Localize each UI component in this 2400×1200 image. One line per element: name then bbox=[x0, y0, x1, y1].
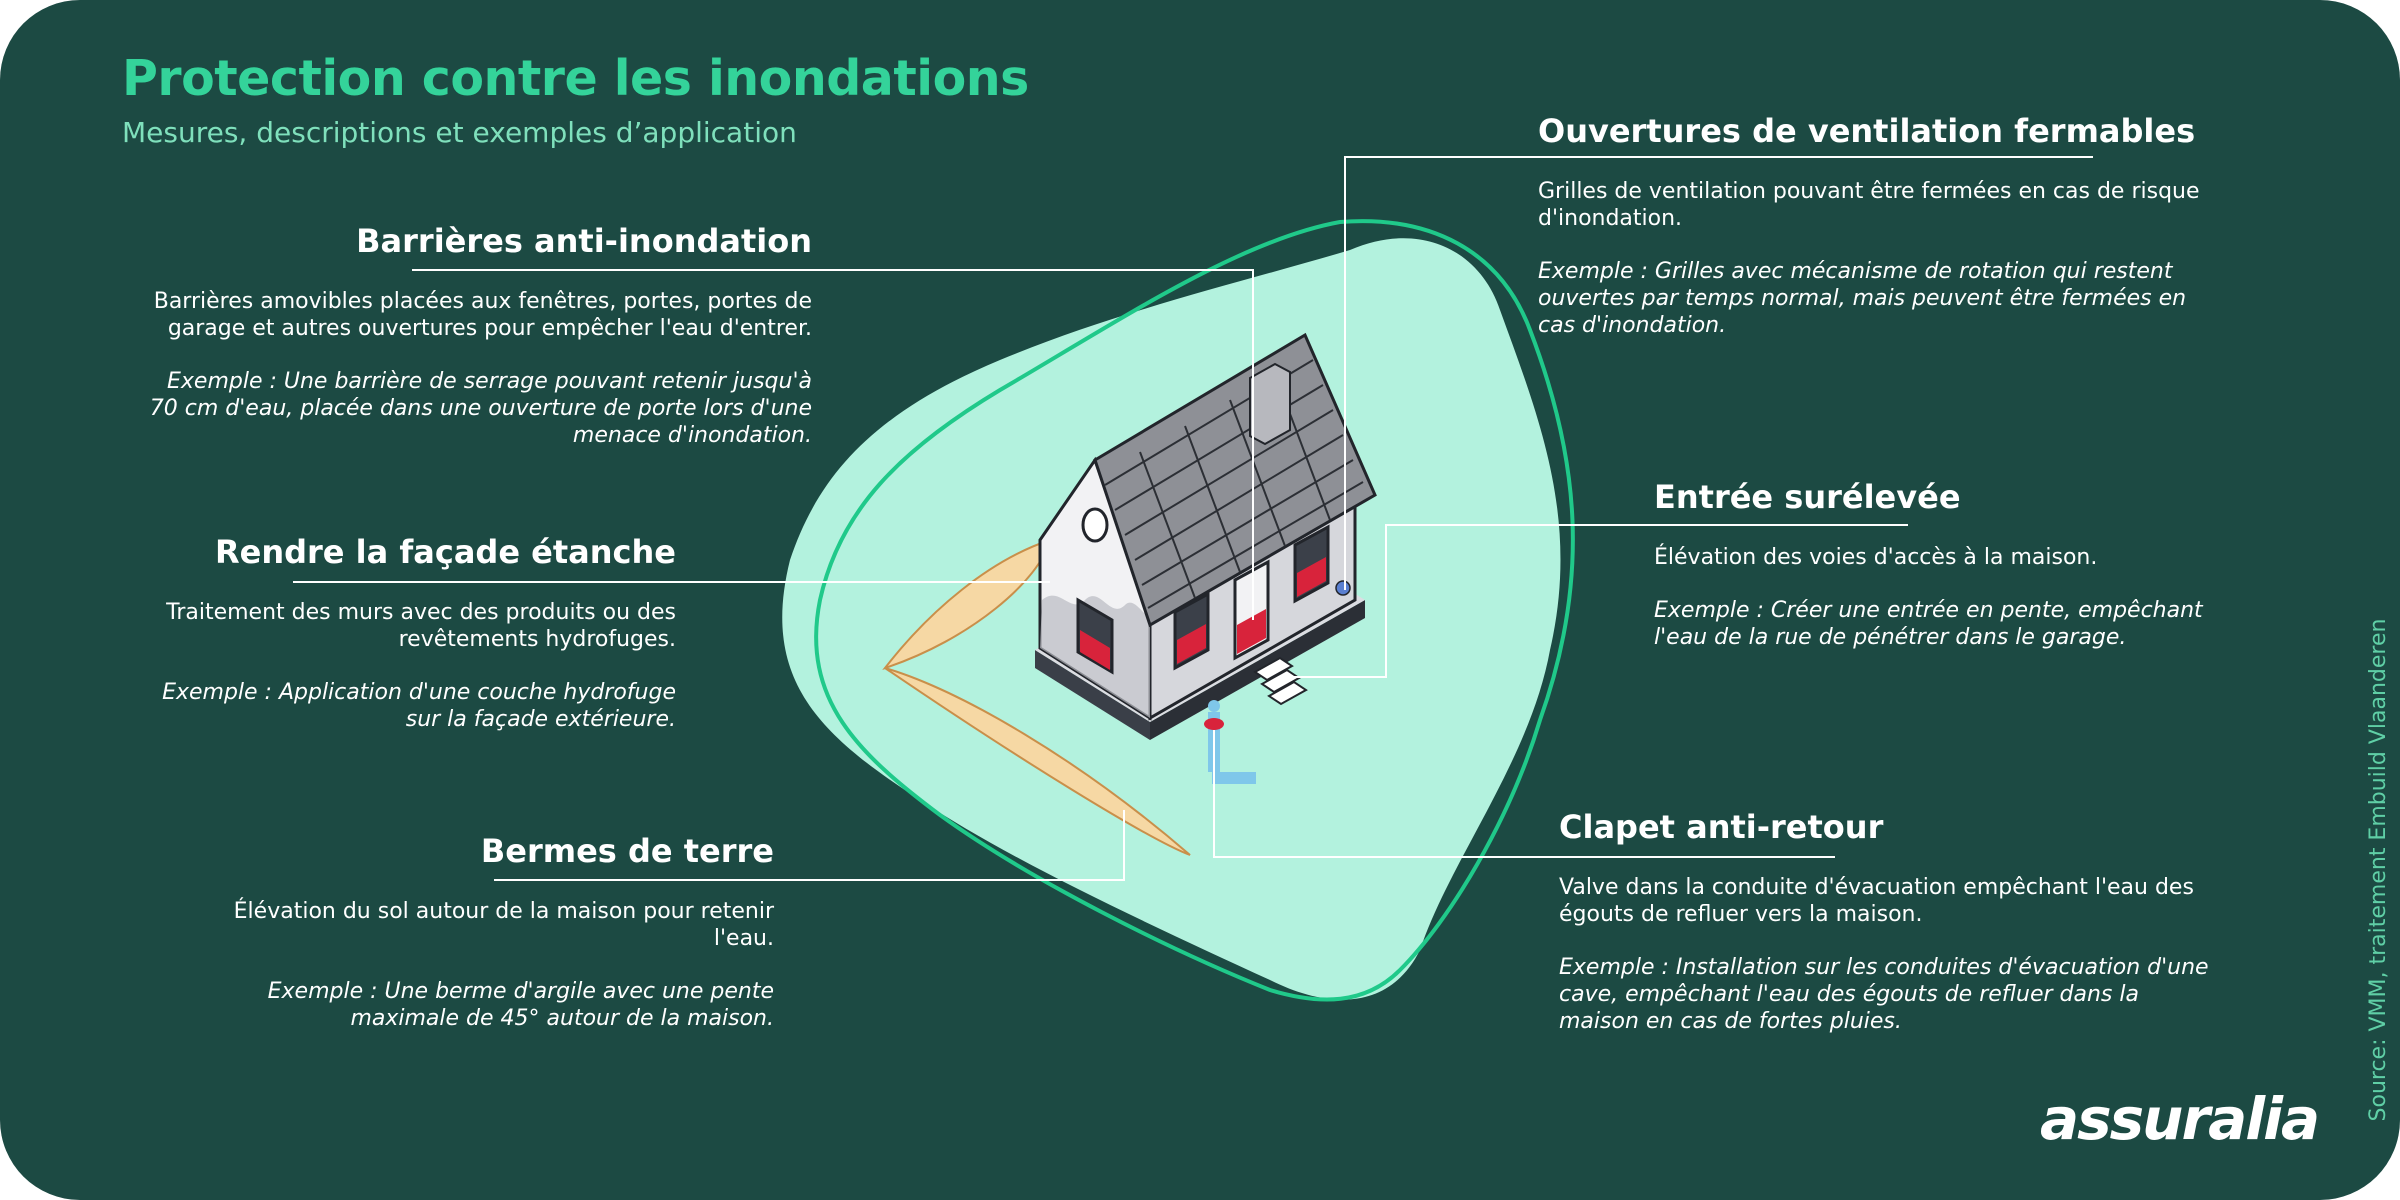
leader-lines bbox=[293, 156, 2093, 881]
callout-entree-description: Élévation des voies d'accès à la maison. bbox=[1654, 545, 2098, 570]
callout-clapet: Clapet anti-retour Valve dans la conduit… bbox=[1559, 808, 2219, 1035]
callout-bermes-example: Exemple : Une berme d'argile avec une pe… bbox=[267, 979, 774, 1031]
callout-facade-title: Rendre la façade étanche bbox=[214, 533, 676, 571]
callout-clapet-description: Valve dans la conduite d'évacuation empê… bbox=[1559, 875, 2194, 927]
callout-barrieres-example: Exemple : Une barrière de serrage pouvan… bbox=[149, 369, 812, 448]
callout-ventilation-example: Exemple : Grilles avec mécanisme de rota… bbox=[1538, 259, 2187, 338]
callout-clapet-title: Clapet anti-retour bbox=[1559, 808, 1884, 846]
assuralia-logo: assuralia bbox=[2040, 1085, 2320, 1153]
callout-bermes: Bermes de terre Élévation du sol autour … bbox=[200, 832, 774, 1032]
callout-ventilation-title: Ouvertures de ventilation fermables bbox=[1538, 112, 2196, 150]
callout-barrieres-title: Barrières anti-inondation bbox=[356, 222, 812, 260]
callout-ventilation: Ouvertures de ventilation fermables Gril… bbox=[1538, 112, 2208, 339]
backflow-valve bbox=[1204, 700, 1256, 784]
leader-entree bbox=[1292, 524, 1908, 678]
window-side-1 bbox=[1173, 591, 1210, 671]
callout-clapet-example: Exemple : Installation sur les conduites… bbox=[1559, 955, 2209, 1034]
window-side-2 bbox=[1293, 524, 1330, 604]
callout-entree: Entrée surélevée Élévation des voies d'a… bbox=[1654, 478, 2214, 651]
callout-entree-title: Entrée surélevée bbox=[1654, 478, 1961, 516]
protection-zone-outline bbox=[814, 219, 1575, 1002]
house-roof bbox=[1093, 332, 1377, 628]
callout-barrieres: Barrières anti-inondation Barrières amov… bbox=[140, 222, 812, 449]
earth-berm-lower bbox=[884, 667, 1191, 856]
callout-facade: Rendre la façade étanche Traitement des … bbox=[140, 533, 676, 733]
leader-barrieres bbox=[412, 269, 1254, 620]
callout-bermes-title: Bermes de terre bbox=[480, 832, 774, 870]
callout-ventilation-description: Grilles de ventilation pouvant être ferm… bbox=[1538, 179, 2200, 231]
leader-clapet bbox=[1213, 730, 1835, 858]
page-title: Protection contre les inondations bbox=[122, 50, 1029, 107]
callout-entree-example: Exemple : Créer une entrée en pente, emp… bbox=[1654, 598, 2203, 650]
callout-bermes-description: Élévation du sol autour de la maison pou… bbox=[233, 899, 774, 951]
attic-round-window bbox=[1081, 507, 1109, 543]
ventilation-grille bbox=[1335, 580, 1351, 596]
leader-bermes bbox=[494, 810, 1125, 881]
front-door bbox=[1233, 559, 1270, 661]
page-subtitle: Mesures, descriptions et exemples d’appl… bbox=[122, 116, 797, 149]
callout-barrieres-description: Barrières amovibles placées aux fenêtres… bbox=[153, 289, 812, 341]
window-gable bbox=[1076, 597, 1114, 675]
callout-facade-example: Exemple : Application d'une couche hydro… bbox=[162, 680, 676, 732]
chimney bbox=[1249, 362, 1291, 446]
callout-facade-description: Traitement des murs avec des produits ou… bbox=[166, 600, 676, 652]
leader-ventilation bbox=[1344, 156, 2093, 590]
house-plinth-left bbox=[1035, 650, 1150, 740]
source-note: Source: VMM, traitement Embuild Vlaander… bbox=[2366, 618, 2391, 1122]
